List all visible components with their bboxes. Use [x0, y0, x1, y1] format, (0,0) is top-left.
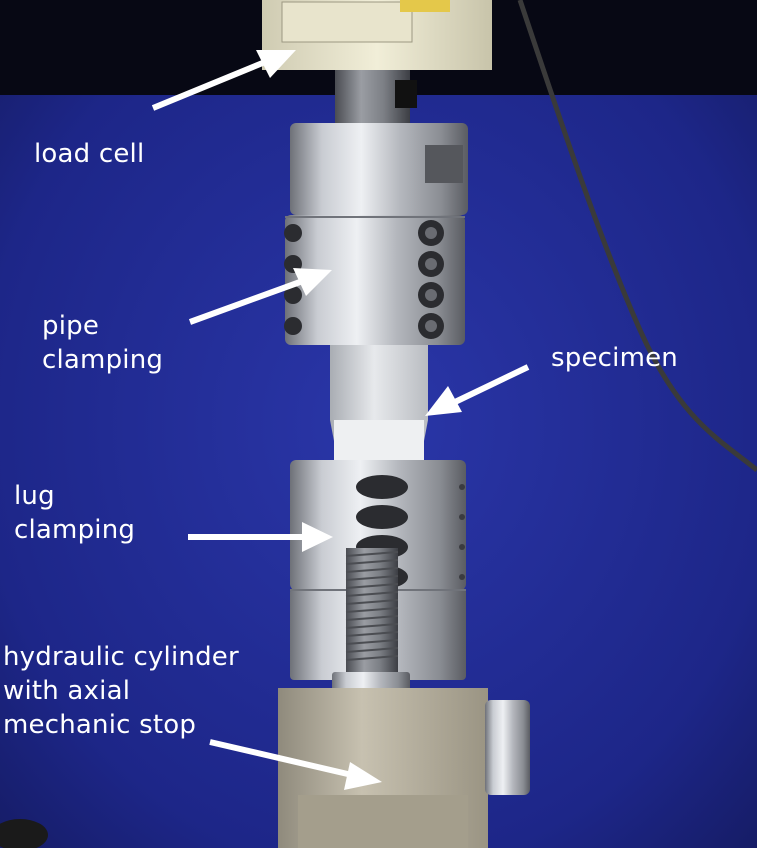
label-lug-clamping: lug clamping [14, 481, 136, 545]
label-hydraulic-cylinder: hydraulic cylinder with axial mechanic s… [3, 642, 239, 740]
cylinder-base [298, 795, 468, 848]
arrow-specimen [453, 364, 530, 405]
specimen-lug [334, 420, 424, 462]
load-cell-sticker [281, 1, 413, 43]
arrow-load-cell [151, 59, 267, 111]
label-pipe-clamping: pipe clamping [42, 311, 164, 375]
upper-adapter [290, 123, 468, 215]
load-cell-yellow-mark [400, 0, 450, 12]
label-specimen: specimen [551, 343, 678, 373]
pipe-clamp-bolts [284, 220, 444, 339]
corner-fitting [0, 819, 48, 848]
label-load-cell: load cell [34, 139, 145, 169]
cylinder-port [485, 700, 530, 795]
rod-threads [345, 551, 399, 661]
shaft-nut [395, 80, 417, 108]
adapter-slot [425, 145, 463, 183]
arrow-hydraulic-cylinder [209, 739, 353, 778]
cable [517, 0, 757, 472]
annotation-arrows [151, 50, 530, 790]
pipe-clamp-block [285, 215, 465, 345]
arrow-pipe-clamping [188, 279, 302, 325]
